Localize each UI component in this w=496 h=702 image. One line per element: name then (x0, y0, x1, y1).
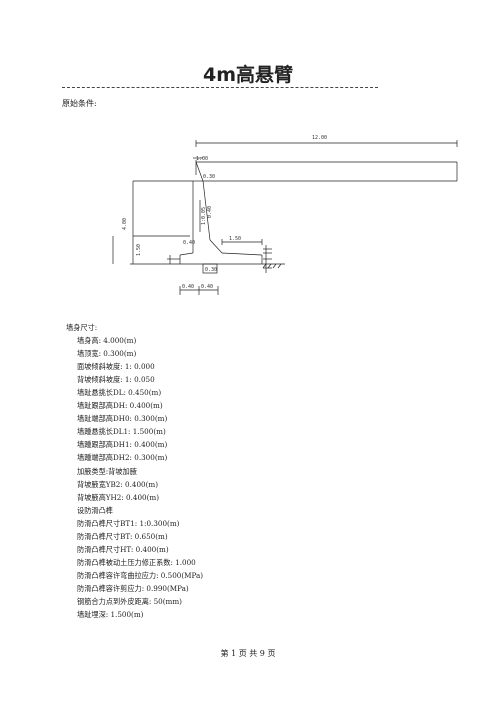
param-line: 墙踵悬挑长DL1: 1.500(m) (77, 427, 166, 437)
param-line: 墙踵跟部高DH1: 0.400(m) (77, 440, 168, 450)
param-line: 防滑凸榫容许剪应力: 0.990(MPa) (77, 583, 189, 593)
param-line: 设防滑凸榫 (77, 505, 113, 515)
shear-key (202, 263, 218, 274)
document-title: 4m高悬臂 (202, 64, 294, 86)
param-line: 墙踵端部高DH2: 0.300(m) (77, 453, 168, 463)
param-line: 背坡倾斜坡度: 1: 0.050 (77, 375, 155, 385)
page-footer: 第 1 页 共 9 页 (220, 649, 276, 658)
dim-lower-height: 1.50 (136, 244, 142, 256)
dim-heel-b: 0.30 (205, 267, 217, 273)
param-line: 墙趾埋深: 1.500(m) (77, 610, 144, 620)
param-line: 防滑凸榫被动土压力修正系数: 1.000 (77, 557, 196, 567)
param-line: 钢筋合力点到外皮距离: 50(mm) (77, 596, 182, 606)
dim-left-height: 4.00 (122, 218, 128, 230)
param-line: 防滑凸榫容许弯曲拉应力: 0.500(MPa) (77, 570, 204, 580)
dim-stem-label-b: 0.40 (207, 206, 213, 218)
param-line: 墙趾端部高DH0: 0.300(m) (77, 414, 168, 424)
wall-back-line (202, 180, 211, 241)
param-line: 背坡腋宽YB2: 0.400(m) (77, 479, 159, 489)
param-line: 背坡腋高YH2: 0.400(m) (77, 492, 160, 502)
title-divider (62, 87, 378, 89)
param-line: 防滑凸榫尺寸BT1: 1:0.300(m) (77, 518, 180, 528)
dim-toe-length: 1.50 (229, 236, 241, 242)
dim-stem-label-a: 1:0.05 (201, 207, 207, 225)
dim-top-width: 0.30 (203, 174, 215, 180)
param-line: 墙身高: 4.000(m) (77, 336, 137, 346)
section-label: 原始条件: (62, 99, 97, 108)
param-line: 墙趾悬挑长DL: 0.450(m) (77, 388, 162, 398)
dim-bottom-right: 0.40 (201, 284, 213, 290)
param-line: 加腋类型:背坡加腋 (77, 466, 137, 476)
dim-top-length: 12.00 (312, 135, 327, 141)
param-line: 面坡倾斜坡度: 1: 0.000 (77, 362, 155, 372)
param-line: 防滑凸榫尺寸BT: 0.650(m) (77, 531, 168, 541)
dim-bottom-left: 0.40 (182, 284, 194, 290)
param-line: 防滑凸榫尺寸HT: 0.400(m) (77, 544, 169, 554)
param-line: 墙顶宽: 0.300(m) (77, 349, 137, 359)
param-line: 墙趾跟部高DH: 0.400(m) (77, 401, 163, 411)
wall-parameters: 墙身尺寸: 墙身高: 4.000(m) 墙顶宽: 0.300(m) 面坡倾斜坡度… (66, 321, 203, 621)
dim-heel-a: 0.40 (183, 240, 195, 246)
heel-top-line (221, 252, 263, 256)
dim-top-small: 1:00 (196, 156, 208, 162)
params-heading: 墙身尺寸: (66, 323, 98, 332)
